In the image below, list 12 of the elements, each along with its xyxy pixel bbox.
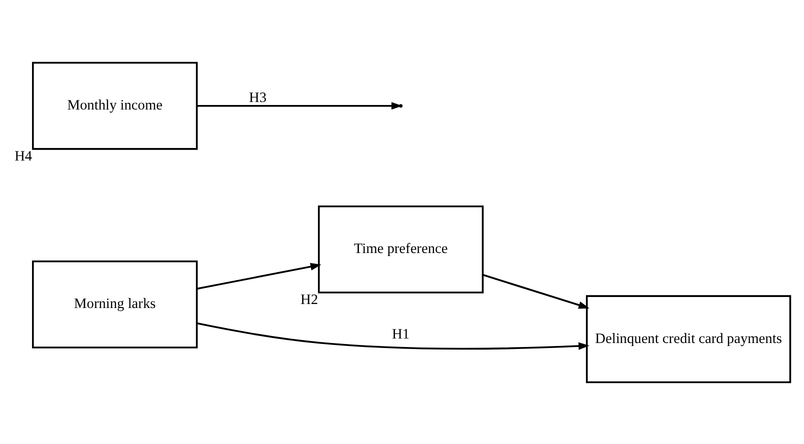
node-label: H2 <box>300 291 318 308</box>
arrow <box>196 262 322 290</box>
arrow <box>482 274 590 308</box>
arrow <box>196 322 590 350</box>
node-box: Delinquent credit card payments <box>586 294 792 383</box>
node-box: Monthly income <box>32 61 198 150</box>
node-box: Time preference <box>318 204 484 293</box>
node-box: Morning larks <box>32 260 198 348</box>
edge-label: H3 <box>249 89 267 106</box>
arrow <box>196 102 402 110</box>
node-label: H4 <box>14 148 32 164</box>
edge-label: H1 <box>392 326 410 342</box>
